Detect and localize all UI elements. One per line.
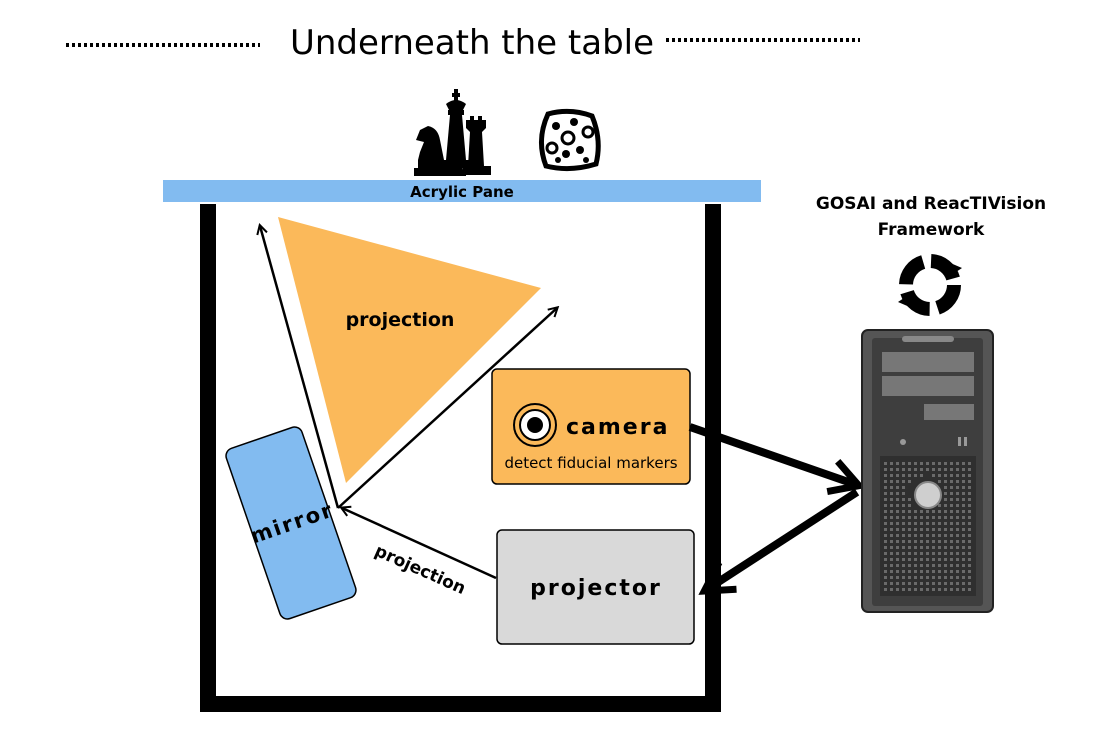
tower-grille (884, 462, 971, 591)
reflection-arrow-up (260, 226, 340, 509)
chess-pieces-icon (414, 89, 491, 176)
camera-box: camera detect fiducial markers (491, 368, 691, 485)
reflection-arrow-right (337, 308, 557, 509)
projector-to-mirror-arrow (342, 508, 497, 580)
table-frame (200, 204, 721, 712)
framework-label-line2: Framework (878, 220, 985, 240)
page-title: Underneath the table (290, 23, 654, 63)
sync-cycle-icon (898, 254, 962, 316)
camera-to-computer-arrow (688, 423, 866, 496)
fiducial-marker-icon (539, 108, 601, 172)
projection-cone (278, 217, 541, 483)
projector-label: projector (530, 576, 662, 601)
projector-box: projector (496, 529, 695, 645)
projection-beam-label: projection (371, 541, 468, 599)
camera-label: camera (566, 415, 669, 440)
title-row: Underneath the table (66, 23, 860, 63)
camera-sublabel: detect fiducial markers (504, 454, 677, 472)
desktop-tower-icon (861, 329, 994, 613)
acrylic-pane-label: Acrylic Pane (410, 183, 514, 201)
framework-label-line1: GOSAI and ReacTIVision (816, 194, 1046, 214)
mirror (225, 426, 357, 620)
camera-lens-icon (513, 403, 557, 447)
acrylic-pane (163, 180, 761, 202)
computer-to-projector-arrow (698, 488, 860, 595)
projection-cone-label: projection (346, 309, 455, 331)
